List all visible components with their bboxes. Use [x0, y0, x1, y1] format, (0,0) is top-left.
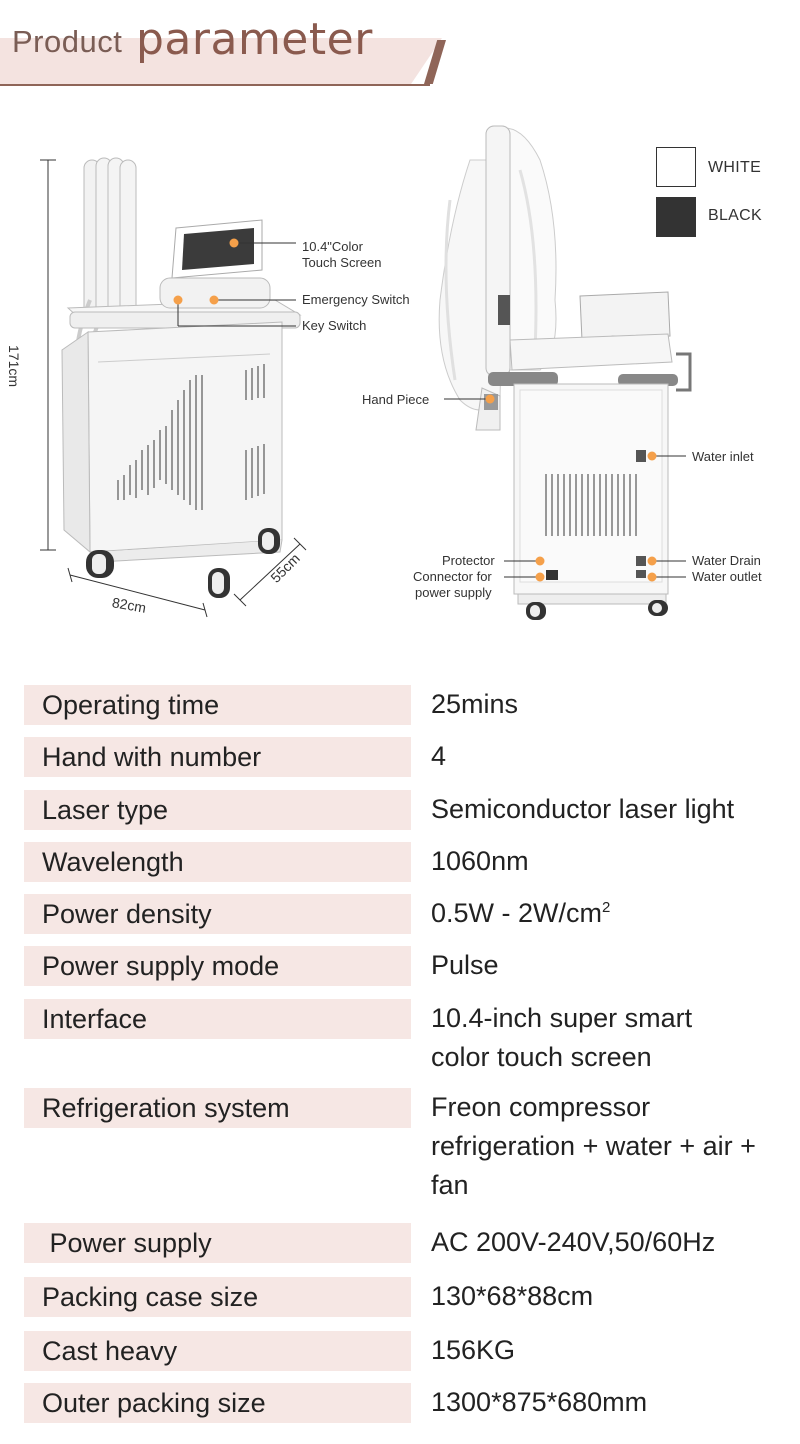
spec-label: Hand with number	[24, 737, 411, 777]
spec-value-line: 10.4-inch super smart	[431, 1003, 693, 1033]
callout-emergency-switch: Emergency Switch	[302, 292, 410, 307]
color-swatch-black	[656, 197, 696, 237]
spec-label: Outer packing size	[24, 1383, 411, 1423]
banner-band	[0, 38, 442, 84]
color-label-white: WHITE	[708, 159, 762, 176]
callout-water-outlet: Water outlet	[692, 569, 762, 584]
spec-value-multiline: 10.4-inch super smart color touch screen	[431, 999, 800, 1077]
title-product: Product	[12, 24, 123, 59]
spec-label: Laser type	[24, 790, 411, 830]
spec-value: 25mins	[431, 689, 519, 719]
spec-value-line: refrigeration + water + air +	[431, 1131, 756, 1161]
spec-value: 130*68*88cm	[431, 1281, 594, 1311]
spec-value-line: fan	[431, 1170, 469, 1200]
spec-label: Wavelength	[24, 842, 411, 882]
callout-connector-line1: Connector for	[413, 569, 492, 584]
title-parameter: parameter	[136, 14, 373, 65]
spec-label: Power supply	[24, 1223, 411, 1263]
spec-value: Pulse	[431, 950, 499, 980]
spec-value: 1060nm	[431, 846, 529, 876]
spec-label: Operating time	[24, 685, 411, 725]
spec-value: 4	[431, 741, 447, 771]
dimension-height: 171cm	[6, 345, 22, 388]
spec-label: Cast heavy	[24, 1331, 411, 1371]
spec-value-power-density: 0.5W - 2W/cm2	[431, 894, 800, 933]
spec-value: 1300*875*680mm	[431, 1387, 648, 1417]
callout-key-switch: Key Switch	[302, 318, 367, 333]
callout-connector-line2: power supply	[415, 585, 492, 600]
spec-value-superscript: 2	[602, 899, 611, 916]
spec-value-text: 0.5W - 2W/cm	[431, 898, 603, 928]
header-banner: Product parameter	[0, 0, 800, 90]
spec-value: Semiconductor laser light	[431, 794, 735, 824]
spec-label: Packing case size	[24, 1277, 411, 1317]
callout-water-inlet: Water inlet	[692, 449, 754, 464]
color-label-black: BLACK	[708, 207, 762, 224]
callout-screen-line2: Touch Screen	[302, 255, 382, 270]
spec-value: AC 200V-240V,50/60Hz	[431, 1227, 716, 1257]
spec-label: Refrigeration system	[24, 1088, 411, 1128]
device-drawing	[40, 125, 692, 620]
spec-value-line: color touch screen	[431, 1042, 652, 1072]
color-swatch-white	[656, 147, 696, 187]
device-illustration: 10.4"Color Touch Screen Emergency Switch…	[0, 100, 800, 645]
spec-value: 156KG	[431, 1335, 516, 1365]
spec-value-line: Freon compressor	[431, 1092, 651, 1122]
banner-underline	[0, 84, 430, 86]
spec-label: Interface	[24, 999, 411, 1039]
spec-label: Power density	[24, 894, 411, 934]
callout-water-drain: Water Drain	[692, 553, 761, 568]
spec-label: Power supply mode	[24, 946, 411, 986]
callout-protector: Protector	[442, 553, 495, 568]
spec-value-multiline: Freon compressor refrigeration + water +…	[431, 1088, 800, 1205]
callout-hand-piece: Hand Piece	[362, 392, 430, 407]
callout-screen-line1: 10.4"Color	[302, 239, 363, 254]
